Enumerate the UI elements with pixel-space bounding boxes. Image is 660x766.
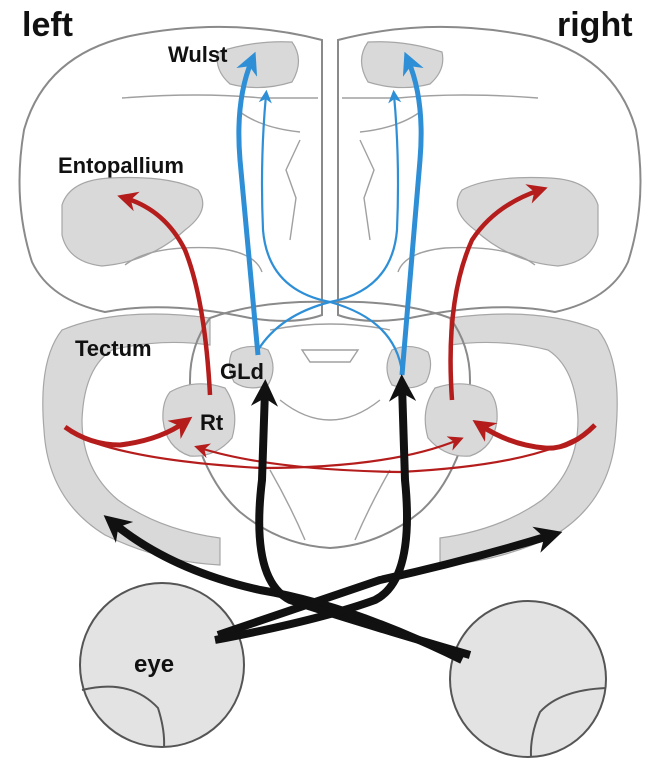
gld-label: GLd	[220, 361, 264, 383]
blue-right-gld-to-right-wulst	[402, 60, 421, 375]
blue-left-gld-to-left-wulst	[239, 60, 258, 355]
right-ventricle-line	[360, 140, 374, 240]
left-entopallium-region	[62, 178, 203, 267]
midbrain-stem-right	[355, 470, 390, 540]
right-wulst-region	[362, 42, 443, 88]
left-rt-nucleus	[163, 384, 235, 456]
blue-right-gld-to-left-wulst	[262, 95, 402, 372]
right-eye	[450, 601, 606, 757]
right-entopallium-region	[457, 178, 598, 267]
left-wulst-region	[217, 42, 298, 88]
midbrain-lower-arc	[280, 400, 380, 420]
right-rt-nucleus	[425, 384, 497, 456]
wulst-label: Wulst	[168, 44, 227, 66]
right-side-label: right	[557, 8, 633, 42]
rt-label: Rt	[200, 412, 223, 434]
midbrain-stem-left	[270, 470, 305, 540]
midbrain-cavity	[302, 350, 358, 362]
blue-left-gld-to-right-wulst	[258, 95, 398, 350]
eye-label: eye	[134, 653, 174, 677]
left-ventricle-line	[286, 140, 300, 240]
right-inner-line	[360, 112, 420, 132]
left-side-label: left	[22, 8, 73, 42]
entopallium-label: Entopallium	[58, 155, 184, 177]
thalamofugal-pathway	[239, 60, 421, 375]
right-gld-nucleus	[387, 346, 431, 387]
midbrain-top-line	[270, 324, 390, 330]
left-lamina-line	[122, 95, 318, 98]
right-lamina-line	[342, 95, 538, 98]
tectum-label: Tectum	[75, 338, 152, 360]
left-inner-line	[240, 112, 300, 132]
